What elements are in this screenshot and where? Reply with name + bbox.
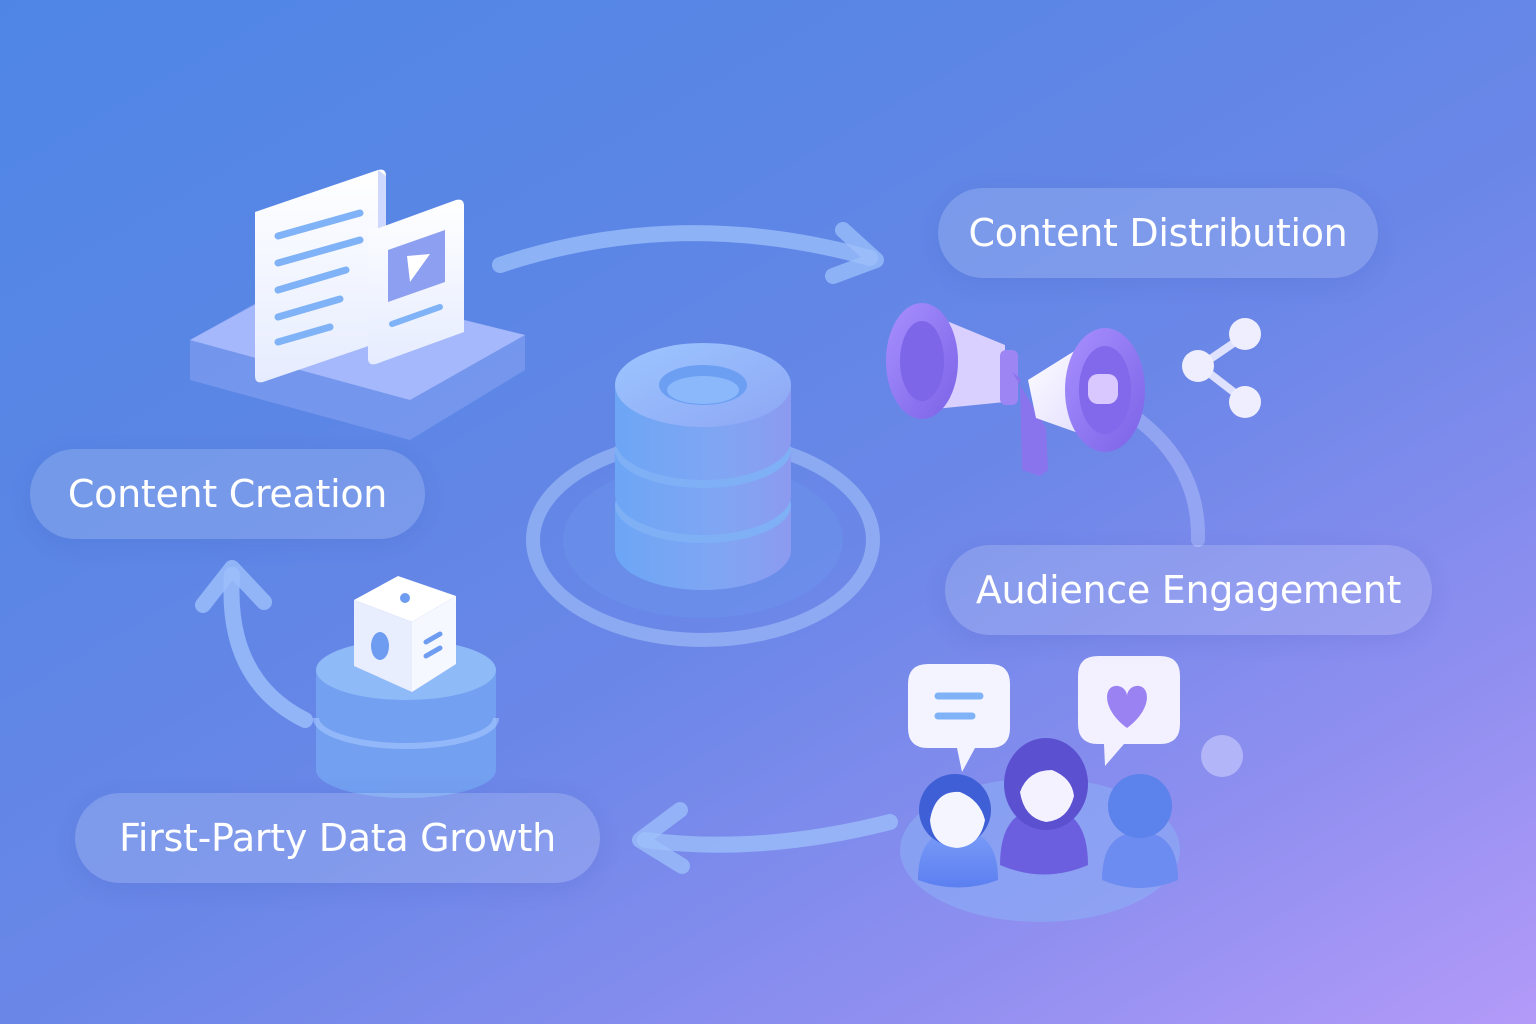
megaphone-icon [886,303,1145,476]
stage-label-text: Content Distribution [968,211,1348,255]
chat-bubble-icon [908,664,1010,772]
person-icon [1102,774,1178,888]
person-icon [1000,738,1088,875]
stage-label-audience-engagement: Audience Engagement [945,545,1432,635]
audience-chat-icon [900,656,1243,922]
stage-label-text: Content Creation [67,472,388,516]
stage-label-content-distribution: Content Distribution [938,188,1378,278]
documents-and-video-icon [190,169,525,440]
video-card-icon [368,199,464,365]
arrow-creation-to-distribution [492,222,884,284]
share-icon [1182,318,1261,418]
person-icon [918,774,998,888]
stage-label-content-creation: Content Creation [30,449,425,539]
stage-label-text: Audience Engagement [975,568,1402,612]
heart-bubble-icon [1078,656,1180,766]
data-cube-icon [313,576,499,798]
dot-icon [1201,735,1243,777]
database-icon [526,343,880,647]
arrow-engagement-to-growth [632,802,898,874]
arrow-growth-to-creation [195,560,313,728]
stage-label-first-party-data-growth: First-Party Data Growth [75,793,600,883]
arrow-distribution-to-engagement [1118,403,1206,547]
stage-label-text: First-Party Data Growth [119,816,556,860]
